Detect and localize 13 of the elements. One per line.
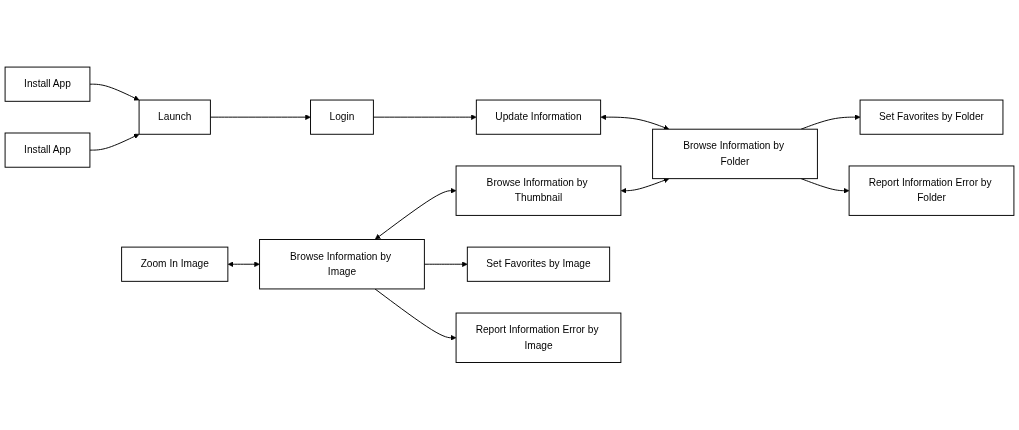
node-box: Browse Information by Image: [259, 239, 425, 290]
node-box: Set Favorites by Folder: [859, 99, 1004, 135]
node-box: Browse Information by Folder: [652, 128, 818, 180]
node-box: Report Information Error by Folder: [848, 165, 1015, 217]
node-box: Install App: [4, 66, 91, 102]
node-box: Zoom In Image: [121, 246, 229, 283]
node-box: Set Favorites by Image: [466, 246, 611, 283]
node-box: Login: [310, 99, 374, 135]
node-box: Update Information: [475, 99, 602, 135]
node-box: Install App: [4, 132, 91, 168]
node-box: Report Information Error by Image: [455, 312, 622, 364]
node-box: Launch: [138, 99, 211, 135]
node-box: Browse Information by Thumbnail: [455, 165, 622, 217]
